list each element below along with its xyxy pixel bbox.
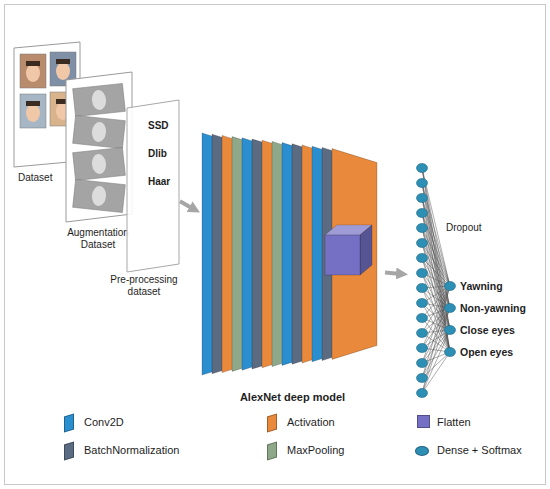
legend-text: Conv2D <box>84 416 199 428</box>
node-label: Pre-processing dataset <box>102 274 186 298</box>
augmented-face <box>91 153 107 174</box>
node-label: Open eyes <box>460 346 542 358</box>
legend-swatch <box>267 413 277 432</box>
augmented-image <box>73 115 126 148</box>
flatten-side-shade <box>360 225 372 275</box>
hair <box>26 61 40 66</box>
legend-text: Activation <box>287 416 402 428</box>
dense-layer: DropoutYawningNon-yawningClose eyesOpen … <box>408 160 544 400</box>
photo <box>20 54 46 88</box>
output-class: Open eyes <box>444 344 542 360</box>
node-label: Dropout <box>446 222 506 234</box>
dense-neuron <box>417 179 428 188</box>
dense-neuron <box>417 239 428 248</box>
dense-neuron <box>417 314 428 323</box>
output-neuron <box>445 282 456 291</box>
legend-swatch <box>417 415 430 428</box>
augmented-image <box>73 147 126 180</box>
flatten-side <box>360 225 372 275</box>
output-class: Non-yawning <box>444 300 542 316</box>
dense-connection <box>422 183 450 352</box>
frame-border <box>5 5 546 485</box>
augmented-photo <box>73 83 126 116</box>
legend-text: Dense + Softmax <box>437 444 550 456</box>
augmented-face <box>91 121 107 142</box>
flow-arrow <box>385 273 398 274</box>
hair <box>26 101 40 106</box>
dense-neuron <box>417 284 428 293</box>
augmented-photo <box>73 115 126 148</box>
dense-neuron <box>417 374 428 383</box>
node-label: Yawning <box>460 280 542 292</box>
legend-text: BatchNormalization <box>84 444 199 456</box>
dense-connection <box>422 352 450 393</box>
face <box>56 62 70 80</box>
output-neuron <box>445 348 456 357</box>
legend-text: Flatten <box>437 416 550 428</box>
dense-neuron <box>417 329 428 338</box>
flow-arrow <box>180 201 192 208</box>
dense-neuron <box>417 359 428 368</box>
output-class: Yawning <box>444 278 542 294</box>
node-shape <box>200 125 385 405</box>
augmented-image <box>73 83 126 116</box>
flatten-front <box>325 235 360 275</box>
node-label: Haar <box>148 176 178 188</box>
augmented-face <box>91 89 107 110</box>
legend-text: MaxPooling <box>287 444 402 456</box>
dense-neuron <box>417 269 428 278</box>
legend-swatch <box>64 413 74 432</box>
legend-swatch <box>415 446 429 456</box>
face <box>26 64 40 82</box>
dense-neuron <box>417 299 428 308</box>
node-label: Close eyes <box>460 324 542 336</box>
dense-neuron <box>417 254 428 263</box>
node-label: Non-yawning <box>460 302 542 314</box>
augmented-face <box>91 185 107 206</box>
dense-neuron <box>417 344 428 353</box>
node-label: AlexNet deep model <box>200 391 385 403</box>
dense-neuron <box>417 224 428 233</box>
node-shape <box>64 72 134 222</box>
output-class: Close eyes <box>444 322 542 338</box>
dense-neuron <box>417 194 428 203</box>
preprocessing-panel: SSDDlibHaarPre-processing dataset <box>126 100 180 272</box>
dense-neuron <box>417 389 428 398</box>
photo <box>20 94 46 128</box>
legend-swatch <box>267 441 277 460</box>
panel-outline <box>127 100 179 272</box>
output-neuron <box>445 326 456 335</box>
augmented-photo <box>73 179 126 212</box>
alexnet-model: AlexNet deep model <box>200 125 385 405</box>
dense-neuron <box>417 164 428 173</box>
node-label: Dlib <box>148 148 178 160</box>
panel-outline <box>66 72 132 222</box>
face <box>26 104 40 122</box>
dense-neuron <box>417 209 428 218</box>
node-label: Augmentation Dataset <box>60 227 136 251</box>
hair <box>56 59 70 64</box>
augmentation-panel: Augmentation Dataset <box>64 72 134 222</box>
augmented-photo <box>73 147 126 180</box>
augmented-image <box>73 179 126 212</box>
dense-connection <box>422 243 450 286</box>
output-neuron <box>445 304 456 313</box>
node-label: SSD <box>148 120 178 132</box>
legend-swatch <box>64 441 74 460</box>
